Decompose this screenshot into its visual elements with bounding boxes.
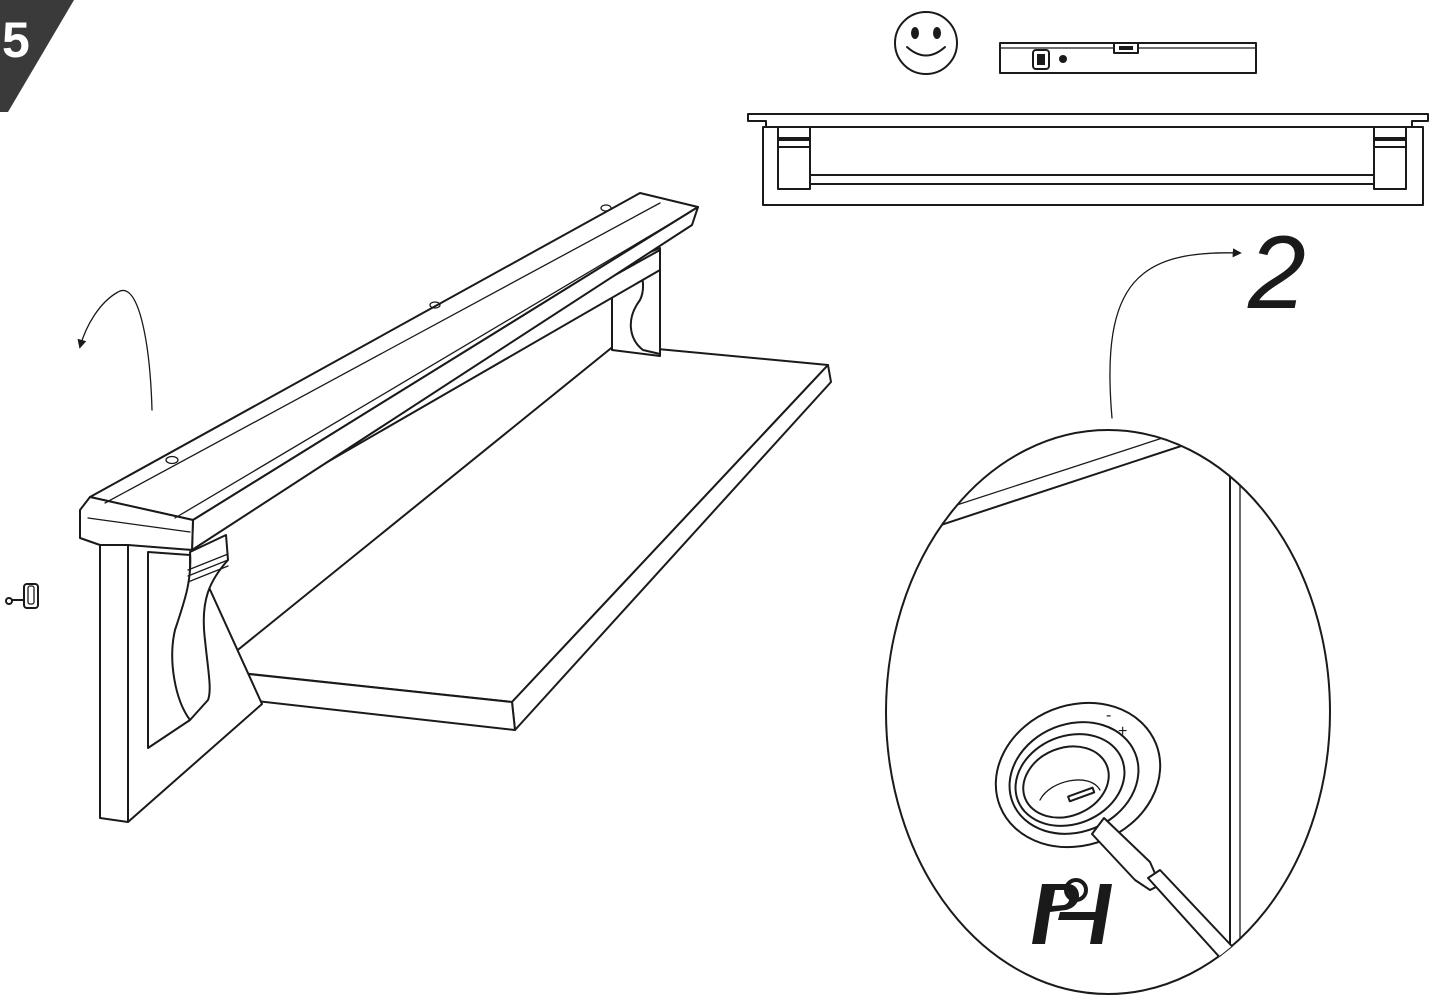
phillips-screwdriver-symbol <box>1032 878 1112 944</box>
step-number: 5 <box>2 12 30 68</box>
curved-arrow-icon <box>77 289 153 411</box>
shelf-front-view <box>747 113 1429 206</box>
step-badge: 5 <box>0 0 74 112</box>
wall-hook-icon <box>5 583 39 609</box>
scale-plus: + <box>1118 723 1127 740</box>
detail-pointer-arrow <box>1109 248 1242 419</box>
smiley-icon <box>894 11 958 75</box>
step-badge-shape <box>0 0 74 112</box>
shelf-isometric-view <box>79 192 832 823</box>
scale-minus: - <box>1106 707 1111 724</box>
detail-magnifier: - + <box>885 429 1331 995</box>
spirit-level-icon <box>999 42 1257 74</box>
sub-step-label: 2 <box>1247 215 1306 331</box>
